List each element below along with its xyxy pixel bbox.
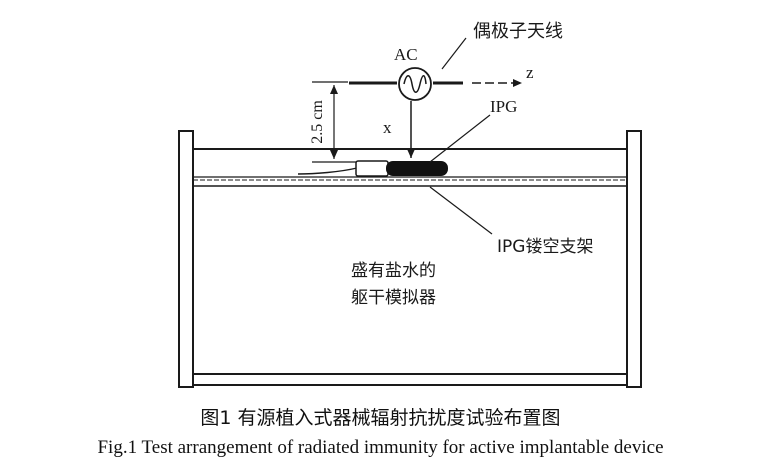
ac-source-icon bbox=[398, 67, 432, 101]
ipg-lead bbox=[297, 167, 358, 175]
tank-right-wall bbox=[626, 130, 642, 388]
support-label-leader bbox=[429, 186, 493, 235]
torso-label-line1: 盛有盐水的 bbox=[351, 261, 436, 281]
distance-label: 2.5 cm bbox=[309, 100, 326, 144]
figure-caption-en: Fig.1 Test arrangement of radiated immun… bbox=[97, 437, 664, 458]
torso-label-line2: 躯干模拟器 bbox=[351, 288, 436, 308]
z-axis-label: z bbox=[526, 63, 534, 82]
ipg-body bbox=[386, 161, 448, 176]
x-axis-label: x bbox=[383, 118, 392, 137]
ipg-support-label: IPG镂空支架 bbox=[497, 237, 593, 257]
ipg-device bbox=[297, 160, 448, 177]
ipg-label-leader bbox=[429, 114, 491, 163]
torso-simulator-tank bbox=[178, 130, 642, 388]
sine-wave-icon bbox=[403, 75, 427, 93]
dipole-antenna bbox=[349, 67, 463, 101]
ipg-support bbox=[193, 176, 627, 187]
figure-caption-cn: 图1 有源植入式器械辐射抗扰度试验布置图 bbox=[200, 407, 561, 429]
distance-dimension bbox=[312, 81, 356, 163]
tank-left-wall bbox=[178, 130, 194, 388]
ipg-label: IPG bbox=[490, 97, 517, 116]
ac-source-label: AC bbox=[394, 45, 418, 64]
dipole-antenna-label: 偶极子天线 bbox=[473, 21, 563, 42]
dipole-label-leader bbox=[441, 37, 467, 70]
ipg-header bbox=[355, 160, 389, 177]
